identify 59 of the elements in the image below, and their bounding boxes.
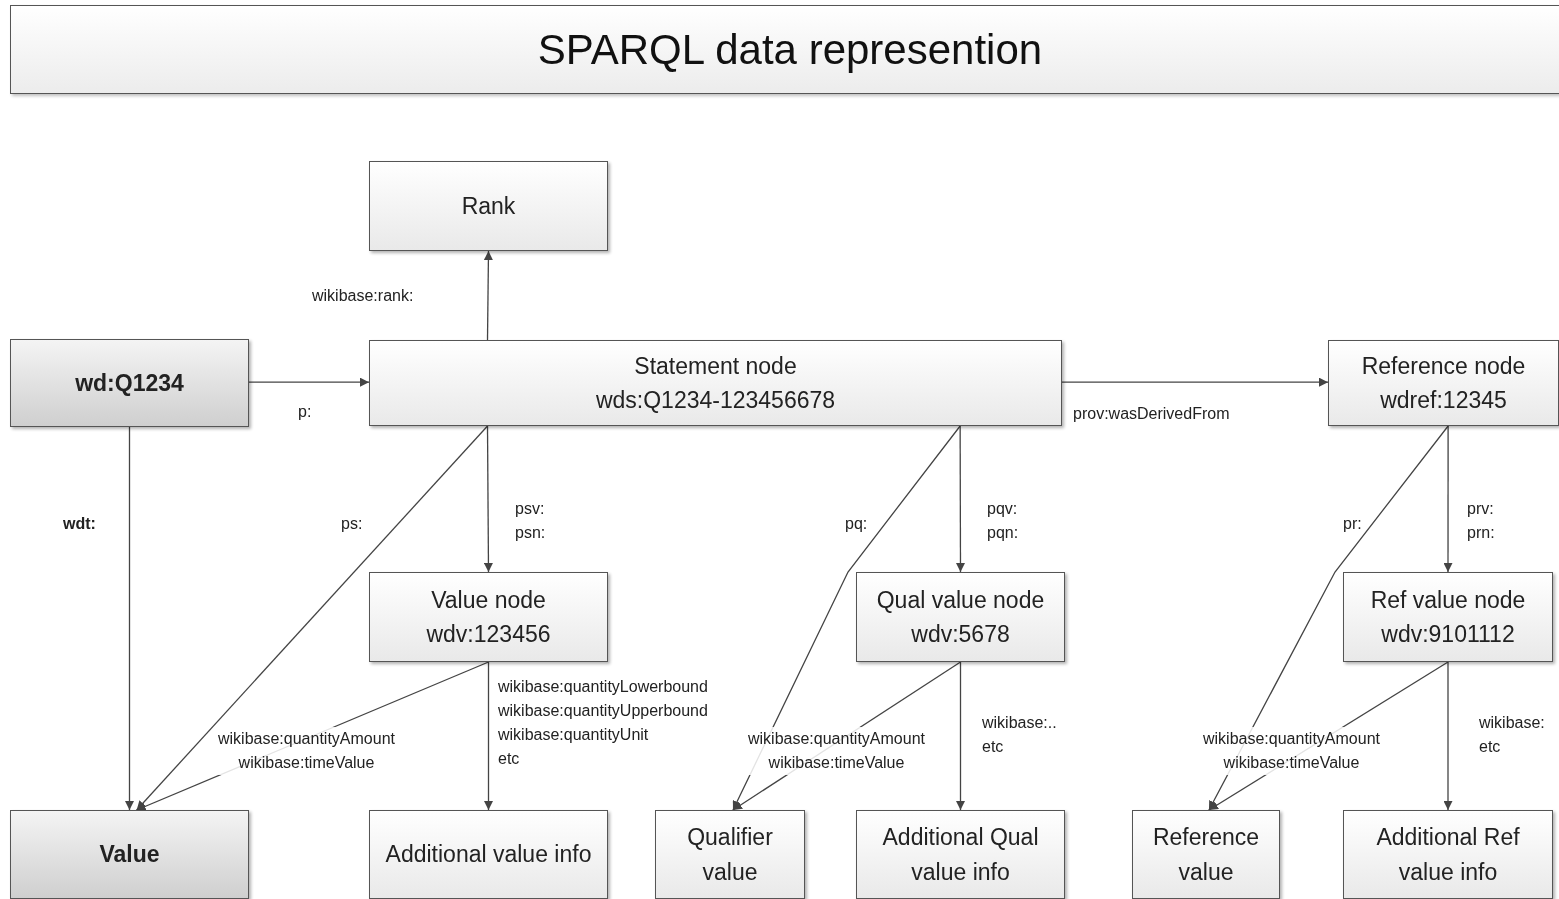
arrow bbox=[248, 377, 370, 387]
process-box bbox=[1343, 810, 1553, 899]
edge-label: wikibase:.. etc bbox=[982, 713, 1057, 757]
box-text: Additional Qual value info bbox=[881, 823, 1040, 887]
arrow bbox=[956, 661, 965, 811]
box-text: wdv:5678 bbox=[911, 620, 1010, 649]
box-text: Value node bbox=[431, 585, 546, 615]
edge-label: p: bbox=[298, 402, 312, 422]
box-text: Additional value info bbox=[385, 840, 592, 870]
box-text: Reference node bbox=[1361, 351, 1526, 381]
edge-label: pqv: pqn: bbox=[987, 499, 1019, 543]
box-text: Additional Ref value info bbox=[1375, 823, 1521, 887]
box-text: wdv:123456 bbox=[426, 620, 551, 649]
process-box bbox=[10, 339, 249, 427]
edge-label: psv: psn: bbox=[515, 499, 546, 543]
process-box bbox=[856, 810, 1065, 899]
process-box bbox=[369, 340, 1062, 426]
arrow bbox=[125, 426, 134, 811]
diagram-title: SPARQL data represention bbox=[537, 25, 1043, 74]
arrow bbox=[1443, 425, 1453, 573]
box-text: Rank bbox=[461, 191, 516, 221]
edge-label: wikibase:rank: bbox=[312, 286, 414, 306]
process-box bbox=[1328, 340, 1559, 426]
edge-label: wdt: bbox=[63, 514, 96, 534]
arrow bbox=[484, 661, 493, 811]
box-text: wdv:9101112 bbox=[1381, 620, 1515, 649]
process-box bbox=[655, 810, 805, 899]
edge-label: pq: bbox=[845, 514, 868, 534]
box-text: Value bbox=[99, 840, 160, 870]
edge-label: wikibase:quantityAmount wikibase:timeValue bbox=[218, 727, 395, 775]
arrow bbox=[483, 250, 493, 341]
process-box bbox=[1343, 572, 1553, 662]
process-box bbox=[10, 810, 249, 899]
box-text: wds:Q1234-123456678 bbox=[595, 386, 836, 415]
box-text: wdref:12345 bbox=[1380, 386, 1507, 415]
process-box bbox=[369, 572, 608, 662]
edge-label: ps: bbox=[341, 514, 363, 534]
process-box bbox=[369, 161, 608, 251]
arrow bbox=[1061, 377, 1329, 387]
arrow bbox=[956, 425, 965, 573]
process-box bbox=[856, 572, 1065, 662]
edge-label: prov:wasDerivedFrom bbox=[1073, 404, 1230, 424]
box-text: Qualifier value bbox=[686, 823, 774, 887]
box-text: Statement node bbox=[634, 351, 797, 381]
box-text: Qual value node bbox=[876, 585, 1045, 615]
box-text: Ref value node bbox=[1370, 585, 1526, 615]
edge-label: prv: prn: bbox=[1467, 499, 1495, 543]
arrow bbox=[136, 425, 489, 811]
edge-label: wikibase:quantityLowerbound wikibase:quantityUpperbound wikibase:quantityUnit etc bbox=[498, 677, 708, 769]
arrow bbox=[1443, 661, 1453, 811]
edge-label: pr: bbox=[1343, 514, 1362, 534]
process-box bbox=[369, 810, 608, 899]
box-text: Reference value bbox=[1151, 823, 1261, 887]
edge-label: wikibase:quantityAmount wikibase:timeValue bbox=[748, 727, 925, 775]
arrow bbox=[483, 425, 493, 573]
box-text: wd:Q1234 bbox=[75, 368, 184, 398]
process-box bbox=[1132, 810, 1280, 899]
edge-label: wikibase:quantityAmount wikibase:timeValue bbox=[1203, 727, 1380, 775]
edge-label: wikibase: etc bbox=[1479, 713, 1545, 757]
